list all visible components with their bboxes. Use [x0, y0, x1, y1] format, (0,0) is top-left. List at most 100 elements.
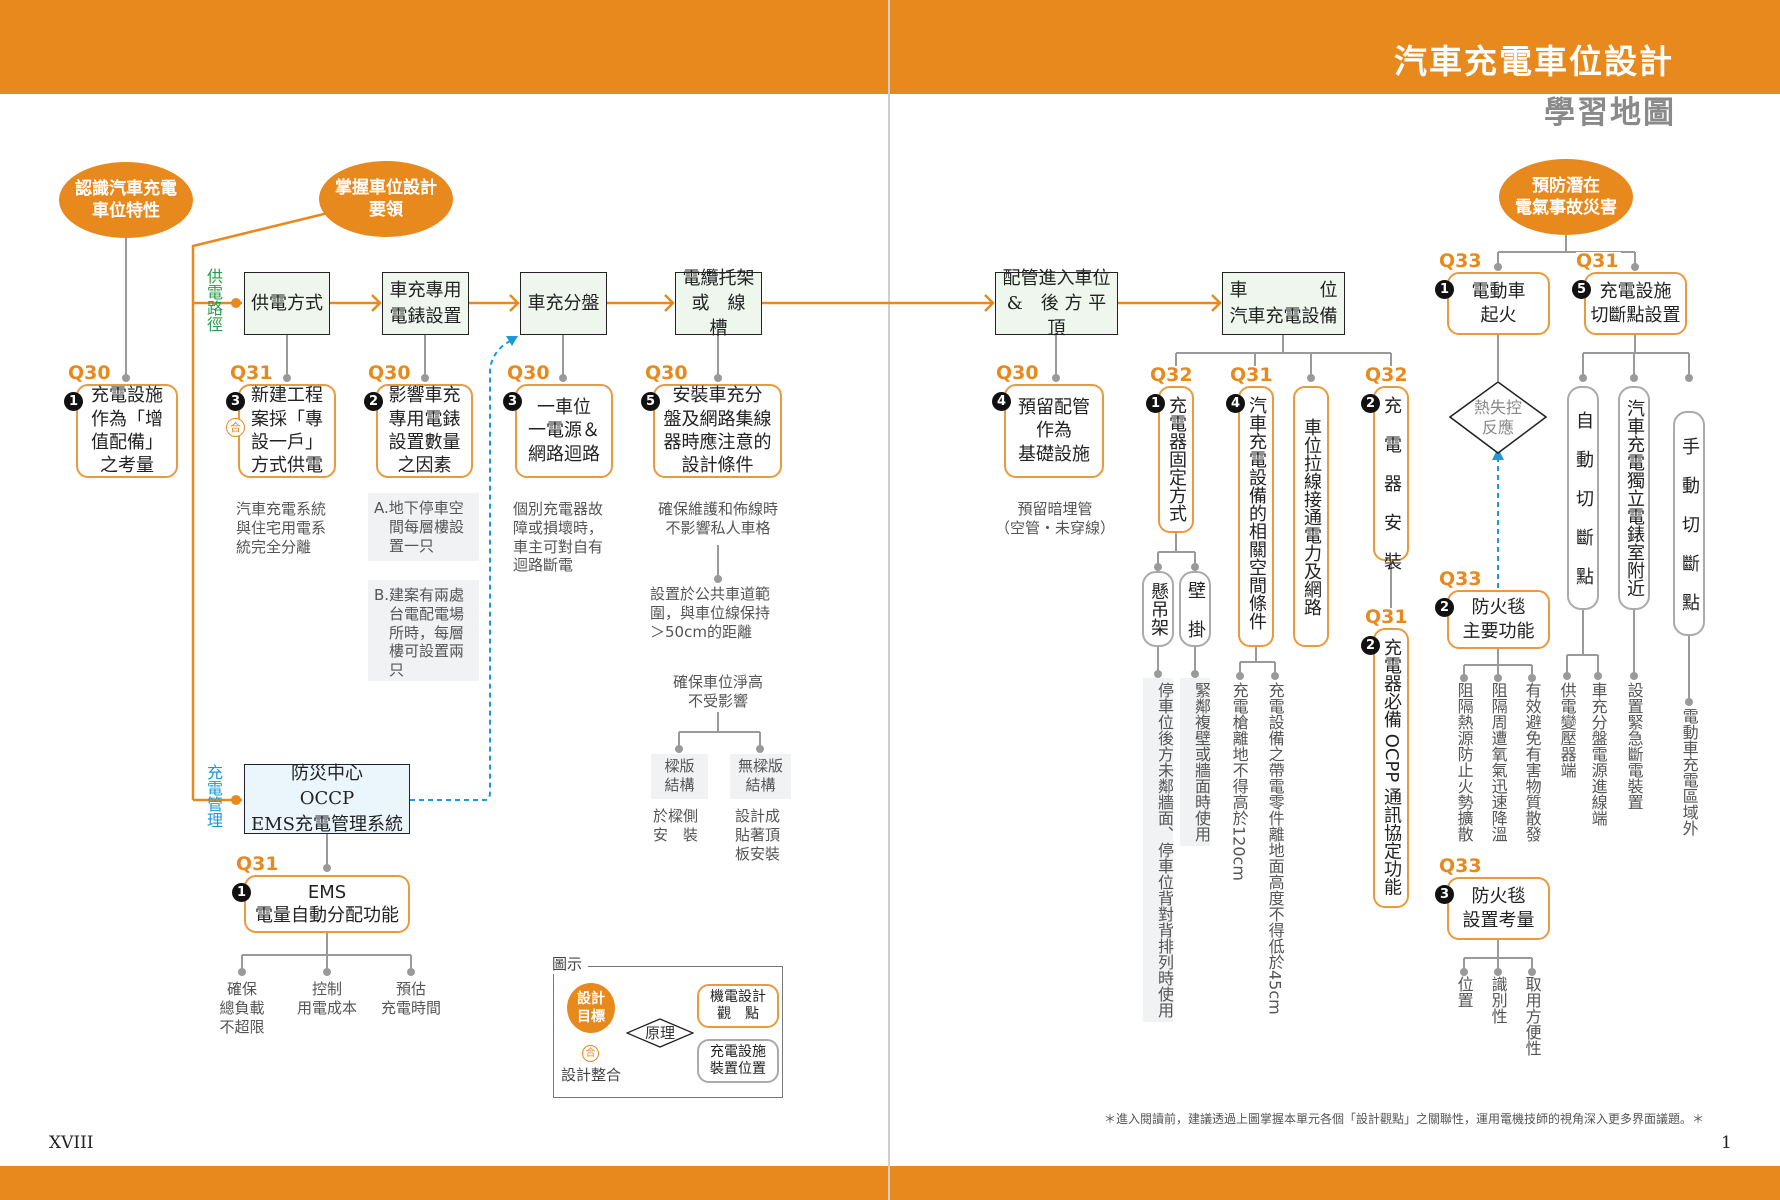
note-fault: 個別充電器故 障或損壞時， 車主可對自有 迴路斷電	[513, 500, 604, 575]
page-subtitle: 學習地圖	[1544, 95, 1676, 131]
note-ems-load: 確保 總負載 不超限	[219, 980, 265, 1036]
wire-power-network-box: 車位拉線接通電力及網路	[1293, 386, 1329, 647]
q-label: Q31	[236, 853, 281, 875]
wall-mount-pill: 壁 掛	[1179, 571, 1211, 647]
note-public-lane: 設置於公共車道範 圍，與車位線保持 ＞50cm的距離	[650, 585, 771, 641]
q-label: Q31	[1230, 364, 1275, 386]
number-badge: 4	[992, 392, 1011, 411]
q-label: Q30	[368, 362, 413, 384]
q33-3-box: Q33 3 防火毯 設置考量	[1435, 857, 1550, 940]
note-cutoff-2: 車充分盤電源進線端	[1588, 682, 1608, 826]
number-badge: 2	[1361, 394, 1380, 413]
bottom-banner	[0, 1166, 1780, 1200]
number-badge: 5	[641, 392, 660, 411]
q-label: Q30	[68, 362, 113, 384]
q30-1-box: Q30 1 充電設施 作為「增 值配備」 之考量	[64, 364, 178, 478]
top-banner	[0, 0, 1780, 94]
q-label: Q30	[645, 362, 690, 384]
q-text: 充電設施 作為「增 值配備」 之考量	[91, 385, 163, 477]
number-badge: 2	[1361, 636, 1380, 655]
note-setting-3: 取用方便性	[1522, 976, 1542, 1056]
note-separate-system: 汽車充電系統 與住宅用電系 統完全分離	[236, 500, 327, 556]
note-ems-time: 預估 充電時間	[380, 980, 441, 1017]
thermal-runaway-diamond	[1449, 381, 1547, 454]
charging-mgmt-label: 充電管理	[204, 764, 223, 828]
integration-icon: 合	[226, 418, 245, 437]
q-label: Q32	[1365, 364, 1410, 386]
q-text: 防火毯 設置考量	[1462, 886, 1535, 931]
page-number-right: 1	[1721, 1133, 1732, 1153]
note-gun-height: 充電槍離地不得高於120cm	[1229, 682, 1249, 881]
q-label: Q33	[1439, 855, 1484, 877]
q-label: Q31	[1365, 606, 1410, 628]
auto-cutoff-pill: 自 動 切 斷 點	[1567, 386, 1599, 610]
number-badge: 3	[1435, 885, 1454, 904]
number-badge: 3	[226, 392, 245, 411]
page-number-left: XVIII	[49, 1133, 94, 1153]
q-label: Q32	[1150, 364, 1195, 386]
number-badge: 1	[1435, 280, 1454, 299]
q-label: Q30	[507, 362, 552, 384]
meter-room-pill: 汽車充電獨立電錶室附近	[1618, 386, 1650, 610]
q-label: Q33	[1439, 568, 1484, 590]
note-hanging-usage: 停車位後方未鄰牆面、停車位背對背排列時使用	[1143, 678, 1174, 1022]
legend-integration-label: 設計整合	[561, 1066, 622, 1084]
q-text: 一車位 一電源＆ 網路迴路	[528, 396, 600, 465]
q-text: 預留配管 作為 基礎設施	[1018, 396, 1090, 465]
q-text: 安裝車充分 盤及網路集線 器時應注意的 設計條件	[663, 385, 772, 477]
manual-cutoff-pill: 手 動 切 斷 點	[1673, 411, 1705, 636]
note-setting-2: 識別性	[1488, 976, 1508, 1024]
number-badge: 4	[1226, 394, 1245, 413]
power-path-label: 供電路徑	[204, 268, 223, 332]
note-ceiling-mount: 設計成 貼著頂 板安裝	[735, 807, 781, 863]
flow-power-method: 供電方式	[244, 272, 330, 335]
flow-cable-tray: 電纜托架 或 線 槽	[675, 268, 762, 339]
note-fire-2: 阻隔周遭氧氣迅速降溫	[1488, 682, 1508, 842]
note-cutoff-1: 供電變壓器端	[1557, 682, 1577, 778]
note-clearance: 確保車位淨高 不受影響	[672, 673, 763, 710]
q-text: 汽車充電設備的相關空間條件	[1246, 396, 1267, 630]
note-cutoff-4: 電動車充電區域外	[1679, 708, 1699, 836]
q-text: 充電器固定方式	[1166, 396, 1187, 522]
number-badge: 2	[364, 392, 383, 411]
thermal-runaway-text: 熱失控 反應	[1473, 398, 1522, 437]
flow-meter-setup: 車充專用 電錶設置	[382, 272, 469, 335]
q-text: 防火毯 主要功能	[1462, 597, 1535, 642]
page-title: 汽車充電車位設計	[1394, 42, 1674, 81]
legend-box	[553, 966, 783, 1098]
goal-ellipse-design-essentials: 掌握車位設計 要領	[319, 161, 453, 237]
legend-principle-diamond	[626, 1018, 694, 1048]
note-cutoff-3: 設置緊急斷電裝置	[1624, 682, 1644, 810]
note-maintenance: 確保維護和佈線時 不影響私人車格	[657, 500, 778, 537]
legend-goal-icon: 設計 目標	[567, 983, 615, 1033]
box-text: 車位拉線接通電力及網路	[1301, 417, 1322, 616]
q-text: 電動車 起火	[1471, 281, 1526, 326]
q-text: 影響車充 專用電錶 設置數量 之因素	[388, 385, 461, 477]
ems-center-box: 防災中心 OCCP EMS充電管理系統	[244, 763, 410, 835]
flow-charging-equipment: 車 位 汽車充電設備	[1222, 272, 1345, 335]
number-badge: 1	[1146, 394, 1165, 413]
note-fire-3: 有效避免有害物質散發	[1522, 682, 1542, 842]
note-b: B.建案有兩處 台電配電場 所時，每層 樓可設置兩 只	[368, 580, 479, 681]
note-beam-side: 於樑側 安 裝	[653, 807, 699, 844]
goal-ellipse-ev-parking: 認識汽車充電 車位特性	[59, 162, 193, 238]
note-conduit: 預留暗埋管 （空管・未穿線）	[994, 500, 1115, 537]
number-badge: 1	[64, 392, 83, 411]
q-text: 充 電 器 安 裝	[1381, 396, 1402, 570]
q-text: 新建工程 案採「專 設一戶」 方式供電	[251, 385, 323, 477]
number-badge: 3	[503, 392, 522, 411]
flat-slab-box: 無樑版 結構	[730, 754, 791, 799]
q30-3-box: Q30 3 一車位 一電源＆ 網路迴路	[503, 364, 613, 478]
legend-place-box: 充電設施 裝置位置	[697, 1039, 779, 1083]
